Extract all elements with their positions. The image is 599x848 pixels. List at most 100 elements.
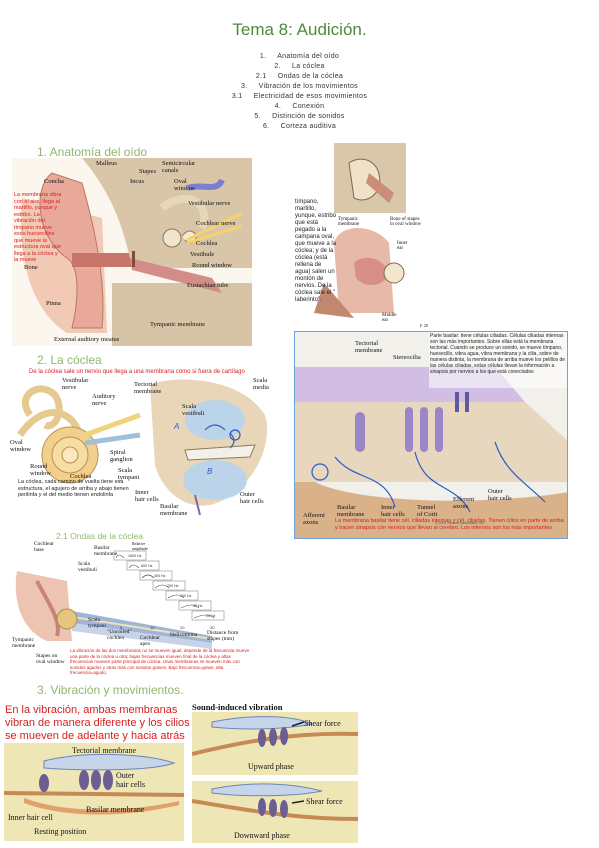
corti-note-top: Parte basilar: tiene células ciliadas. C… xyxy=(430,333,566,375)
label-relative-amplitude: Relative amplitude xyxy=(132,541,148,551)
frequency-box xyxy=(113,550,147,561)
label-stapes: Stapes xyxy=(139,168,156,175)
toc-item: 1. Anatomía del oído xyxy=(0,52,599,62)
toc-item-label: La cóclea xyxy=(292,63,325,70)
section-heading-anatomy: 1. Anatomía del oído xyxy=(37,145,148,159)
label-inner-hair-3: Inner hair cells xyxy=(381,504,405,518)
label-basilar-2: Basilar membrane xyxy=(160,503,188,517)
toc-item-number: 5. xyxy=(254,113,261,120)
label-cochlear-nerve: Cochlear nerve xyxy=(196,220,236,227)
label-tympanic-4: Tympanic membrane xyxy=(12,637,36,649)
corti-copyright: © 2001 Sinauer Associates, Inc. xyxy=(435,521,485,525)
ear-anatomy-figure: La membrana vibra con el aire, llega al … xyxy=(12,158,252,346)
middle-ear-note: tímpano, martillo, yunque, estribo que e… xyxy=(295,199,337,303)
label-round-window-2: Round window xyxy=(30,463,51,477)
label-helicotrema: Helicotrema xyxy=(170,632,198,638)
label-oval-window: Oval window xyxy=(174,178,195,192)
anatomy-note: La membrana vibra con el aire, llega al … xyxy=(14,192,62,263)
frequency-wave xyxy=(193,614,215,619)
toc-item-number: 3.1 xyxy=(231,93,243,100)
label-tympanic: Tympanic membrane xyxy=(150,321,205,328)
label-stapes-oval: Stapes on oval window xyxy=(36,653,65,665)
label-concha: Concha xyxy=(44,178,64,185)
label-distance: Distance from stapes (mm) xyxy=(207,630,239,642)
frequency-wave xyxy=(115,554,125,559)
label-vestibular-nerve-2: Vestibular nerve xyxy=(62,377,89,391)
frequency-wave xyxy=(128,564,140,569)
toc-item-number: 2. xyxy=(274,63,281,70)
frequency-label: 25 Hz xyxy=(206,614,216,618)
frequency-label: 200 Hz xyxy=(167,584,179,588)
label-round-window: Round window xyxy=(192,262,232,269)
frequency-label: 800 Hz xyxy=(141,564,153,568)
label-tunnel-corti: Tunnel of Corti xyxy=(417,504,438,518)
label-incus: Incus xyxy=(130,178,145,185)
label-cochlea-2: Cochlea xyxy=(70,473,92,480)
frequency-wave xyxy=(180,604,200,609)
label-inner-ear: Inner ear xyxy=(397,241,408,251)
label-bone-stapes: Bone of stapes in oval window xyxy=(390,217,422,227)
label-tectorial-5: Tectorial membrane xyxy=(72,746,137,755)
frequency-box xyxy=(139,570,173,581)
label-semicircular: Semicircular canals xyxy=(162,160,196,174)
section-heading-cochlea: 2. La cóclea xyxy=(37,353,102,367)
vibration-note: En la vibración, ambas membranas vibran … xyxy=(5,704,190,742)
annotation-a: A xyxy=(174,422,180,431)
frequency-label: 100 Hz xyxy=(180,594,192,598)
label-inner-hair-cells: Inner hair cells xyxy=(135,489,159,503)
frequency-wave xyxy=(141,574,155,579)
label-outer-hair-5: Outer hair cells xyxy=(116,771,146,789)
label-bone: Bone xyxy=(24,264,38,271)
label-efferent-axons: Efferent axons xyxy=(453,496,475,510)
middle-ear-illustration xyxy=(314,143,406,318)
label-basilar-5: Basilar membrane xyxy=(86,805,145,814)
label-scala-tympani-4: Scala tympani xyxy=(88,617,107,629)
label-vestibular-nerve: Vestibular nerve xyxy=(188,200,231,207)
frequency-wave xyxy=(154,584,170,589)
frequency-wave xyxy=(167,594,185,599)
toc-item-label: Vibración de los movimientos xyxy=(258,83,358,90)
label-resting-position: Resting position xyxy=(34,827,87,836)
toc-item: 6. Corteza auditiva xyxy=(0,122,599,132)
toc-item: 3. Vibración de los movimientos xyxy=(0,82,599,92)
label-outer-hair-cells: Outer hair cells xyxy=(240,491,264,505)
label-shear-force-1: Shear force xyxy=(304,719,341,728)
waves-note: La vibración de las dos membranas no se … xyxy=(70,648,250,675)
middle-ear-figure: tímpano, martillo, yunque, estribo que e… xyxy=(294,143,430,329)
resting-position-illustration xyxy=(4,753,184,815)
toc-item-number: 1. xyxy=(259,53,267,60)
distance-tick: 30 xyxy=(210,625,215,630)
toc-item: 5. Distinción de sonidos xyxy=(0,112,599,122)
toc-item-number: 4. xyxy=(274,103,282,110)
label-pinna: Pinna xyxy=(46,300,61,307)
cochlea-illustration xyxy=(17,379,268,516)
toc-item-number: 6. xyxy=(262,123,270,130)
section-heading-vibration: 3. Vibración y movimientos. xyxy=(37,683,184,697)
toc-item: 4. Conexión xyxy=(0,102,599,112)
label-stereocilia: Stereocilia xyxy=(393,354,421,361)
ear-anatomy-illustration xyxy=(12,158,252,346)
frequency-box xyxy=(126,560,160,571)
label-cochlear-base: Cochlear base xyxy=(34,541,54,553)
label-basilar-4: Basilar membrane xyxy=(94,545,118,557)
toc-item-label: Corteza auditiva xyxy=(280,123,337,130)
label-cochlea: Cochlea xyxy=(196,240,218,247)
label-spiral-ganglion: Spiral ganglion xyxy=(110,449,133,463)
frequency-label: 400 Hz xyxy=(154,574,166,578)
label-downward-phase: Downward phase xyxy=(234,831,290,840)
toc-item-label: Distinción de sonidos xyxy=(272,113,345,120)
label-scala-vestibuli-4: Scala vestibuli xyxy=(78,561,97,573)
label-shear-force-2: Shear force xyxy=(306,797,343,806)
downward-phase-figure: Shear force Downward phase xyxy=(192,781,358,843)
frequency-label: 1600 Hz xyxy=(128,554,142,558)
label-sound-vibration: Sound-induced vibration xyxy=(192,702,283,712)
organ-of-corti-figure: Parte basilar: tiene células ciliadas. C… xyxy=(294,331,568,539)
label-apex: Cochlear apex xyxy=(140,635,160,647)
label-tympanic-b: Tympanic membrane xyxy=(338,217,360,227)
label-upward-phase: Upward phase xyxy=(248,762,294,771)
cochlea-figure: Vestibular nerve Auditory nerve Tectoria… xyxy=(10,375,285,523)
corti-note-bottom: La membrana basilar tiene cél. ciliadas … xyxy=(335,518,564,531)
distance-tick: 10 xyxy=(150,625,155,630)
toc-item: 2. La cóclea xyxy=(0,62,599,72)
